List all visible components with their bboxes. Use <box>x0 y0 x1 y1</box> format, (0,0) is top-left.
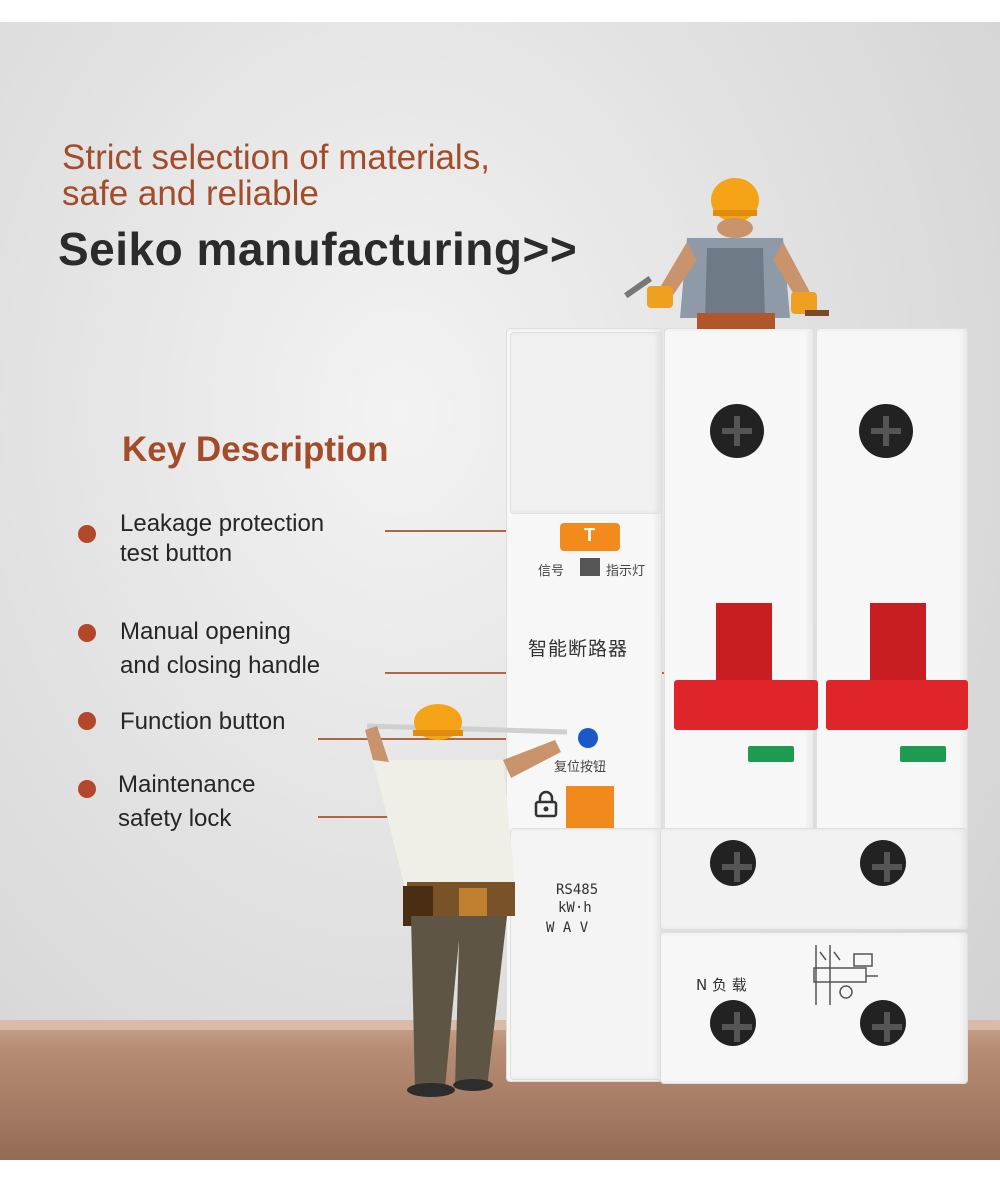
table-edge <box>0 1020 1000 1030</box>
leader-line <box>385 530 550 532</box>
top-screw-icon <box>859 404 913 458</box>
meter-panel <box>510 828 662 1080</box>
circuit-diagram-icon <box>813 945 878 1005</box>
top-margin <box>0 0 1000 22</box>
meter-protocol: RS485 <box>556 882 599 898</box>
terminal-screw-icon <box>860 840 906 886</box>
maintenance-safety-lock[interactable] <box>566 786 614 828</box>
handle-slot <box>870 603 926 683</box>
feature-label-safety-lock: Maintenance safety lock <box>118 771 256 832</box>
terminal-screw-icon <box>710 840 756 886</box>
device-name-label: 智能断路器 <box>528 638 629 660</box>
load-screw-icon <box>860 1000 906 1046</box>
bullet-icon <box>78 624 96 642</box>
worker-measuring-image <box>365 704 568 1097</box>
reset-label: 复位按钮 <box>554 760 607 775</box>
load-module <box>660 932 968 1084</box>
leader-line <box>318 738 578 740</box>
feature-label-handle: Manual opening and closing handle <box>120 618 321 679</box>
handle-slot <box>716 603 772 683</box>
test-button-glyph: T <box>584 525 595 545</box>
bullet-icon <box>78 780 96 798</box>
subtitle: Strict selection of materials, safe and … <box>62 138 490 213</box>
load-terminal-block <box>660 828 968 930</box>
bullet-icon <box>78 525 96 543</box>
indicator-light <box>580 558 600 576</box>
feature-label-function-button: Function button <box>120 708 286 735</box>
indicator-label: 指示灯 <box>606 564 646 579</box>
meter-modes: W A V <box>546 920 589 936</box>
signal-label: 信号 <box>538 564 565 579</box>
meter-unit: kW·h <box>558 900 592 916</box>
control-module-top <box>510 332 662 514</box>
feature-label-test-button: Leakage protection test button <box>120 510 325 567</box>
key-description-title: Key Description <box>122 430 389 469</box>
worker-with-tools-image <box>624 178 829 329</box>
status-indicator <box>748 746 794 762</box>
bullet-icon <box>78 712 96 730</box>
lock-icon <box>534 790 558 818</box>
status-indicator <box>900 746 946 762</box>
load-label: N 负 载 <box>696 976 747 994</box>
manual-handle[interactable] <box>674 680 818 730</box>
smart-circuit-breaker: T 信号 指示灯 智能断路器 复位按钮 RS485 kW·h W A V N 负… <box>506 328 968 1086</box>
page-title: Seiko manufacturing>> <box>58 223 578 275</box>
top-screw-icon <box>710 404 764 458</box>
leakage-test-button[interactable]: T <box>560 523 620 551</box>
function-button[interactable] <box>578 728 598 748</box>
bottom-margin <box>0 1160 1000 1177</box>
manual-handle[interactable] <box>826 680 968 730</box>
load-screw-icon <box>710 1000 756 1046</box>
